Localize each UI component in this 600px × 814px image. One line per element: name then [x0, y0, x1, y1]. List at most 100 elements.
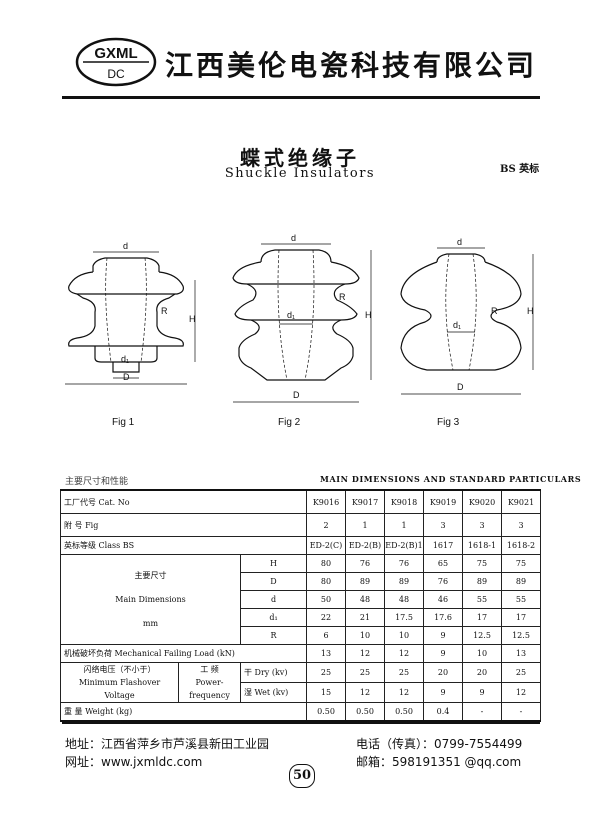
fig3-caption: Fig 3: [437, 417, 460, 428]
power-frequency-cn: 工 频: [200, 665, 219, 674]
table-row-fig: 附 号 Fig 2 1 1 3 3 3: [60, 513, 541, 537]
table-cell: 80: [306, 554, 346, 573]
fig1-label-d: d: [123, 241, 128, 251]
table-row-dim-D: D 80 89 89 76 89 89: [61, 572, 541, 591]
table-cell: 25: [345, 662, 385, 683]
logo-text-bottom: DC: [107, 67, 125, 81]
fig3-label-r: R: [491, 306, 498, 316]
table-row-dim-d: d 50 48 48 46 55 55: [61, 590, 541, 609]
fig2-label-d: d: [291, 233, 296, 243]
footer-email[interactable]: 邮箱：598191351 @qq.com: [356, 755, 522, 769]
table-row-dim-d1: d₁ 22 21 17.5 17.6 17 17: [61, 608, 541, 627]
standard-label: BS 英标: [500, 164, 540, 175]
table-cell: 9: [462, 682, 502, 703]
table-cell: ED-2(B)1: [384, 536, 424, 555]
table-cell: 50: [306, 590, 346, 609]
cat-no-label: 工厂代号 Cat. No: [60, 489, 307, 514]
flashover-label: 闪络电压（不小于） Minimum Flashover Voltage: [60, 662, 179, 703]
table-cell: 25: [306, 662, 346, 683]
table-cell: 0.50: [306, 702, 346, 722]
table-cell: 12: [384, 682, 424, 703]
table-cell: 89: [462, 572, 502, 591]
table-row-weight: 重 量 Weight (kg) 0.50 0.50 0.50 0.4 - -: [60, 702, 541, 722]
table-cell: 89: [501, 572, 541, 591]
wet-label: 湿 Wet (kv): [240, 682, 307, 703]
fig2-drawing: [232, 243, 372, 403]
table-cell: 17: [501, 608, 541, 627]
dim-name: D: [240, 572, 307, 591]
footer-website[interactable]: 网址：www.jxmldc.com: [65, 755, 203, 769]
fig2-label-d1: d₁: [287, 310, 295, 320]
table-cell: 75: [501, 554, 541, 573]
table-cell: 3: [501, 513, 541, 537]
footer-divider: [62, 722, 540, 724]
fig-label: 附 号 Fig: [60, 513, 307, 537]
insulator-drawings: d d₁ R H D d d₁ R H D d d₁ R H D Fig 1 F…: [55, 230, 545, 430]
fig1-label-h: H: [189, 314, 196, 324]
table-cell: 22: [306, 608, 346, 627]
table-cell: 12: [501, 682, 541, 703]
table-cell: K9016: [306, 489, 346, 514]
header-divider: [62, 96, 540, 99]
fig3-drawing: [400, 247, 534, 395]
table-cell: 1: [345, 513, 385, 537]
fig3-label-h: H: [527, 306, 534, 316]
table-cell: ED-2(C): [306, 536, 346, 555]
table-cell: -: [462, 702, 502, 722]
table-cell: K9020: [462, 489, 502, 514]
table-cell: 89: [384, 572, 424, 591]
logo-text-top: GXML: [94, 45, 137, 62]
main-dimensions-label: 主要尺寸 Main Dimensions mm: [60, 554, 241, 645]
fig1-caption: Fig 1: [112, 417, 135, 428]
product-title-en: Shuckle Insulators: [224, 166, 376, 181]
main-dimensions-en: Main Dimensions: [115, 594, 186, 604]
fig1-label-d1: d₁: [121, 354, 129, 364]
table-cell: 9: [423, 626, 463, 645]
table-cell: 1618-2: [501, 536, 541, 555]
table-cell: K9019: [423, 489, 463, 514]
table-cell: 17.6: [423, 608, 463, 627]
footer-phone: 电话（传真）：0799-7554499: [356, 737, 523, 751]
table-cell: 12: [384, 644, 424, 663]
table-cell: 3: [462, 513, 502, 537]
table-cell: 2: [306, 513, 346, 537]
dry-label: 干 Dry (kv): [240, 662, 307, 683]
table-cell: 48: [384, 590, 424, 609]
power-frequency-en: Power-frequency: [189, 678, 230, 700]
table-cell: 0.4: [423, 702, 463, 722]
table-cell: 48: [345, 590, 385, 609]
table-row-failing-load: 机械破坏负荷 Mechanical Failing Load (kN) 13 1…: [60, 644, 541, 663]
table-cell: 12.5: [462, 626, 502, 645]
section-title-en: MAIN DIMENSIONS AND STANDARD PARTICULARS: [320, 474, 582, 484]
table-cell: 17: [462, 608, 502, 627]
footer-address: 地址：江西省萍乡市芦溪县新田工业园: [65, 737, 270, 751]
table-cell: 13: [501, 644, 541, 663]
table-cell: 55: [462, 590, 502, 609]
table-cell: 0.50: [345, 702, 385, 722]
table-cell: 12: [345, 682, 385, 703]
weight-label: 重 量 Weight (kg): [60, 702, 307, 722]
table-cell: 76: [423, 572, 463, 591]
failing-load-label: 机械破坏负荷 Mechanical Failing Load (kN): [60, 644, 307, 663]
table-cell: 10: [345, 626, 385, 645]
fig2-label-r: R: [339, 292, 346, 302]
table-cell: 76: [345, 554, 385, 573]
fig1-label-r: R: [161, 306, 168, 316]
table-cell: ED-2(B): [345, 536, 385, 555]
specifications-table: 工厂代号 Cat. No K9016 K9017 K9018 K9019 K90…: [60, 489, 541, 722]
company-name: 江西美伦电瓷科技有限公司: [165, 49, 538, 82]
table-cell: 76: [384, 554, 424, 573]
fig1-drawing: [65, 251, 196, 385]
table-cell: 12: [345, 644, 385, 663]
table-cell: 75: [462, 554, 502, 573]
dim-name: H: [240, 554, 307, 573]
table-cell: 21: [345, 608, 385, 627]
dim-name: d₁: [240, 608, 307, 627]
table-cell: 46: [423, 590, 463, 609]
table-cell: 1618-1: [462, 536, 502, 555]
table-cell: K9017: [345, 489, 385, 514]
table-cell: 20: [462, 662, 502, 683]
table-cell: -: [501, 702, 541, 722]
table-cell: K9018: [384, 489, 424, 514]
fig2-caption: Fig 2: [278, 417, 301, 428]
